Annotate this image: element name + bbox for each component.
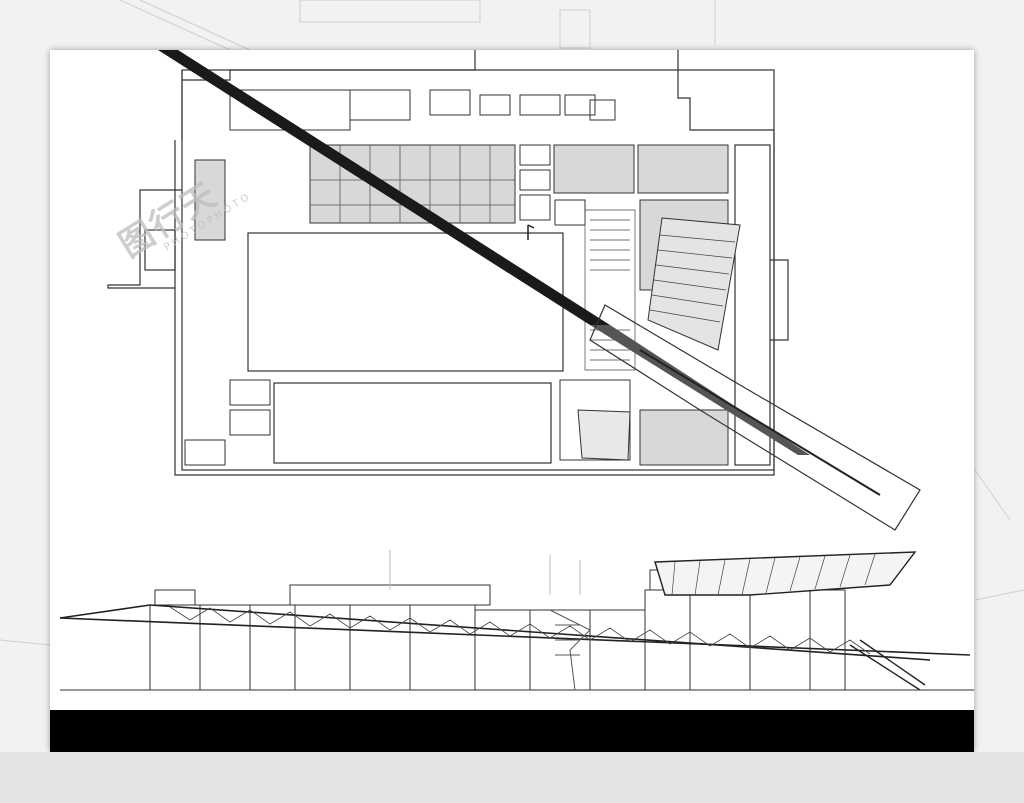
drawing-sheet: 图行天 PHOTOPHOTO [50,50,974,752]
bottom-strip [0,752,1024,803]
black-band [50,710,974,752]
building-section [59,550,974,691]
floor-plan [107,50,921,531]
